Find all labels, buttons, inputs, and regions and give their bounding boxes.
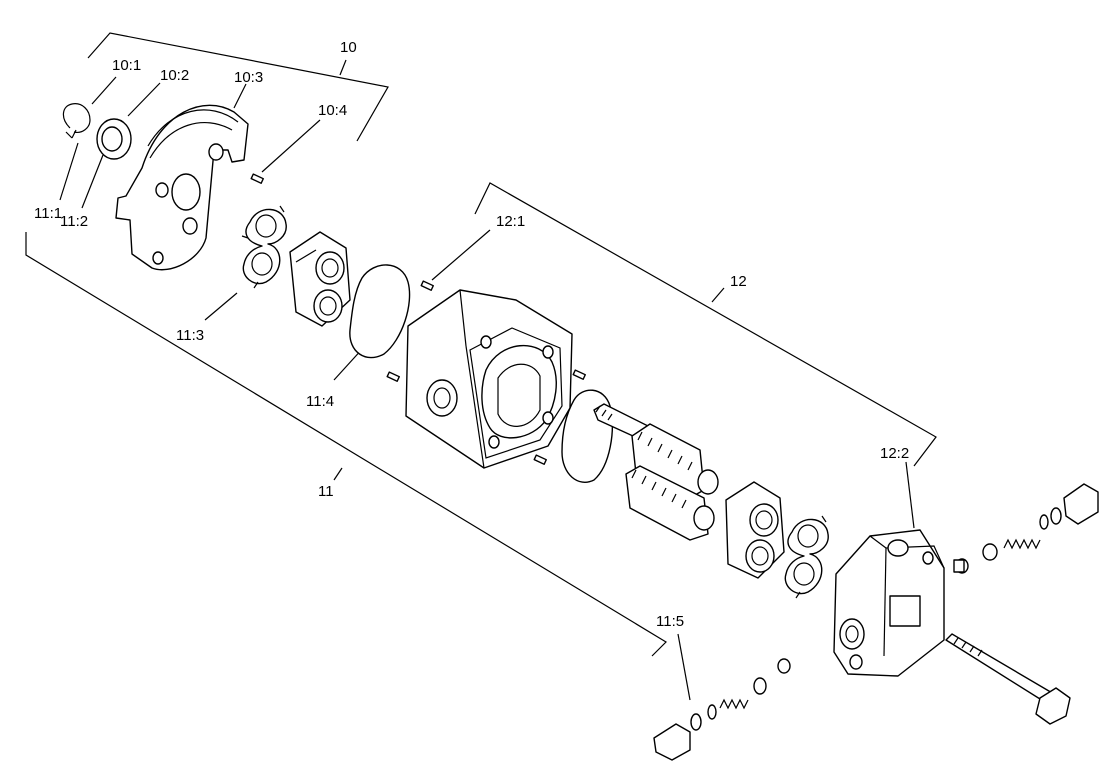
label-11-2: 11:2 <box>60 213 88 230</box>
retaining-ring-10-1 <box>62 103 91 139</box>
label-10: 10 <box>340 39 357 56</box>
pump-body <box>405 289 573 469</box>
wear-plate-11-3 <box>241 205 287 289</box>
label-12: 12 <box>730 273 747 290</box>
label-10-3: 10:3 <box>234 69 263 86</box>
bearing-block-left <box>289 231 351 327</box>
bracket-assembly-10 <box>87 32 389 142</box>
label-12-2: 12:2 <box>880 445 909 462</box>
shaft-seal-10-2 <box>96 118 132 160</box>
label-11: 11 <box>318 483 334 500</box>
label-10-4: 10:4 <box>318 102 347 119</box>
bracket-assembly-11 <box>25 232 667 657</box>
leader-lines <box>59 76 915 701</box>
bearing-block-right <box>725 481 785 579</box>
part-labels: 10 10:1 10:2 10:3 10:4 11:1 11:2 11:3 11… <box>34 39 909 630</box>
relief-valve-upper <box>953 483 1099 574</box>
end-cover-12-2 <box>833 529 945 677</box>
label-11-1: 11:1 <box>34 205 62 222</box>
mounting-flange-10-3 <box>115 104 249 271</box>
label-10-2: 10:2 <box>160 67 189 84</box>
label-11-4: 11:4 <box>306 393 334 410</box>
bracket-assembly-12 <box>474 182 937 467</box>
label-10-1: 10:1 <box>112 57 141 74</box>
drive-gear-shaft <box>593 403 719 541</box>
label-11-5: 11:5 <box>656 613 684 630</box>
tie-bolt <box>945 633 1071 725</box>
dowel-pins <box>250 173 586 465</box>
wear-plate-right <box>784 515 829 599</box>
label-12-1: 12:1 <box>496 213 525 230</box>
label-11-3: 11:3 <box>176 327 204 344</box>
gasket-11-4 <box>349 264 411 359</box>
relief-valve-lower <box>653 658 791 761</box>
